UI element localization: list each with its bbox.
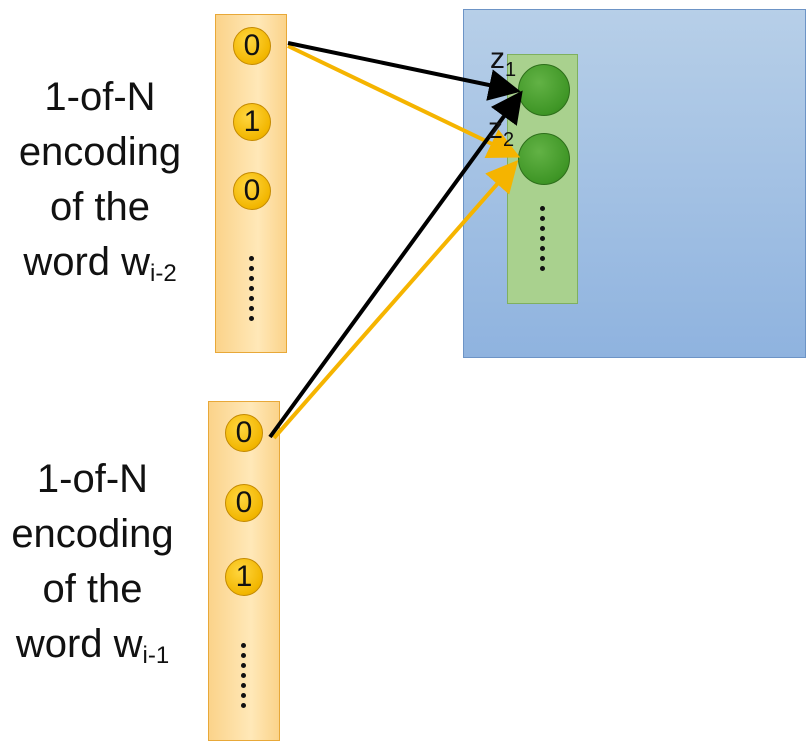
bottom-input-node-2: 0 bbox=[225, 484, 263, 522]
top-label-subscript: i-2 bbox=[150, 260, 177, 287]
top-input-node-1: 0 bbox=[233, 27, 271, 65]
hidden-layer-ellipsis bbox=[540, 206, 546, 276]
top-input-label: 1-of-N encoding of the word wi-2 bbox=[0, 70, 200, 290]
z1-base: z bbox=[490, 42, 505, 75]
top-label-word: word w bbox=[23, 240, 151, 284]
top-input-node-2: 1 bbox=[233, 103, 271, 141]
bottom-input-label: 1-of-N encoding of the word wi-1 bbox=[0, 452, 190, 672]
top-label-line-4: word wi-2 bbox=[0, 235, 200, 290]
top-input-ellipsis bbox=[249, 256, 255, 326]
z1-label: z1 bbox=[490, 42, 516, 81]
top-label-line-2: encoding bbox=[18, 130, 182, 174]
z2-subscript: 2 bbox=[503, 129, 515, 151]
z2-label: z2 bbox=[488, 112, 514, 151]
bottom-label-line-1: 1-of-N bbox=[36, 457, 149, 501]
bottom-label-subscript: i-1 bbox=[142, 642, 170, 669]
arrow-top-to-z2 bbox=[287, 44, 521, 159]
bottom-label-line-3: of the bbox=[42, 567, 143, 611]
bottom-input-node-1: 0 bbox=[225, 414, 263, 452]
z2-base: z bbox=[488, 112, 503, 145]
top-label-line-1: 1-of-N bbox=[44, 75, 156, 119]
bottom-label-line-4: word wi-1 bbox=[0, 617, 190, 672]
arrow-top-to-z1 bbox=[287, 41, 521, 101]
bottom-input-node-3: 1 bbox=[225, 558, 263, 596]
top-label-line-3: of the bbox=[49, 185, 151, 229]
bottom-label-word: word w bbox=[15, 622, 143, 666]
bottom-label-line-2: encoding bbox=[11, 512, 174, 556]
z1-subscript: 1 bbox=[505, 59, 517, 81]
hidden-node-z2 bbox=[518, 133, 570, 185]
bottom-input-ellipsis bbox=[241, 643, 247, 713]
arrow-bottom-to-z1 bbox=[268, 90, 523, 439]
top-input-node-3: 0 bbox=[233, 172, 271, 210]
arrow-bottom-to-z2 bbox=[272, 159, 519, 440]
